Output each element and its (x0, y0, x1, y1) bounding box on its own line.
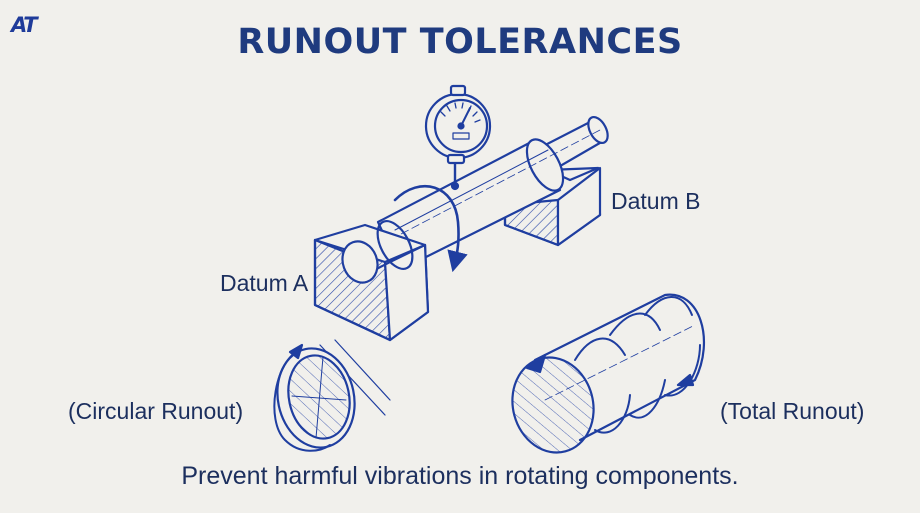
logo: AT (11, 13, 38, 37)
circular-runout-label: (Circular Runout) (68, 398, 244, 424)
page-title: RUNOUT TOLERANCES (237, 22, 683, 62)
datum-a-label: Datum A (220, 270, 309, 296)
caption: Prevent harmful vibrations in rotating c… (181, 462, 739, 490)
total-runout-label: (Total Runout) (720, 398, 865, 424)
dial-indicator-icon (424, 84, 492, 191)
total-runout-figure (511, 293, 705, 454)
circular-runout-figure (273, 339, 391, 452)
datum-a-v-block (313, 223, 430, 342)
datum-b-label: Datum B (611, 188, 701, 214)
rotation-arrow-icon (393, 184, 468, 273)
